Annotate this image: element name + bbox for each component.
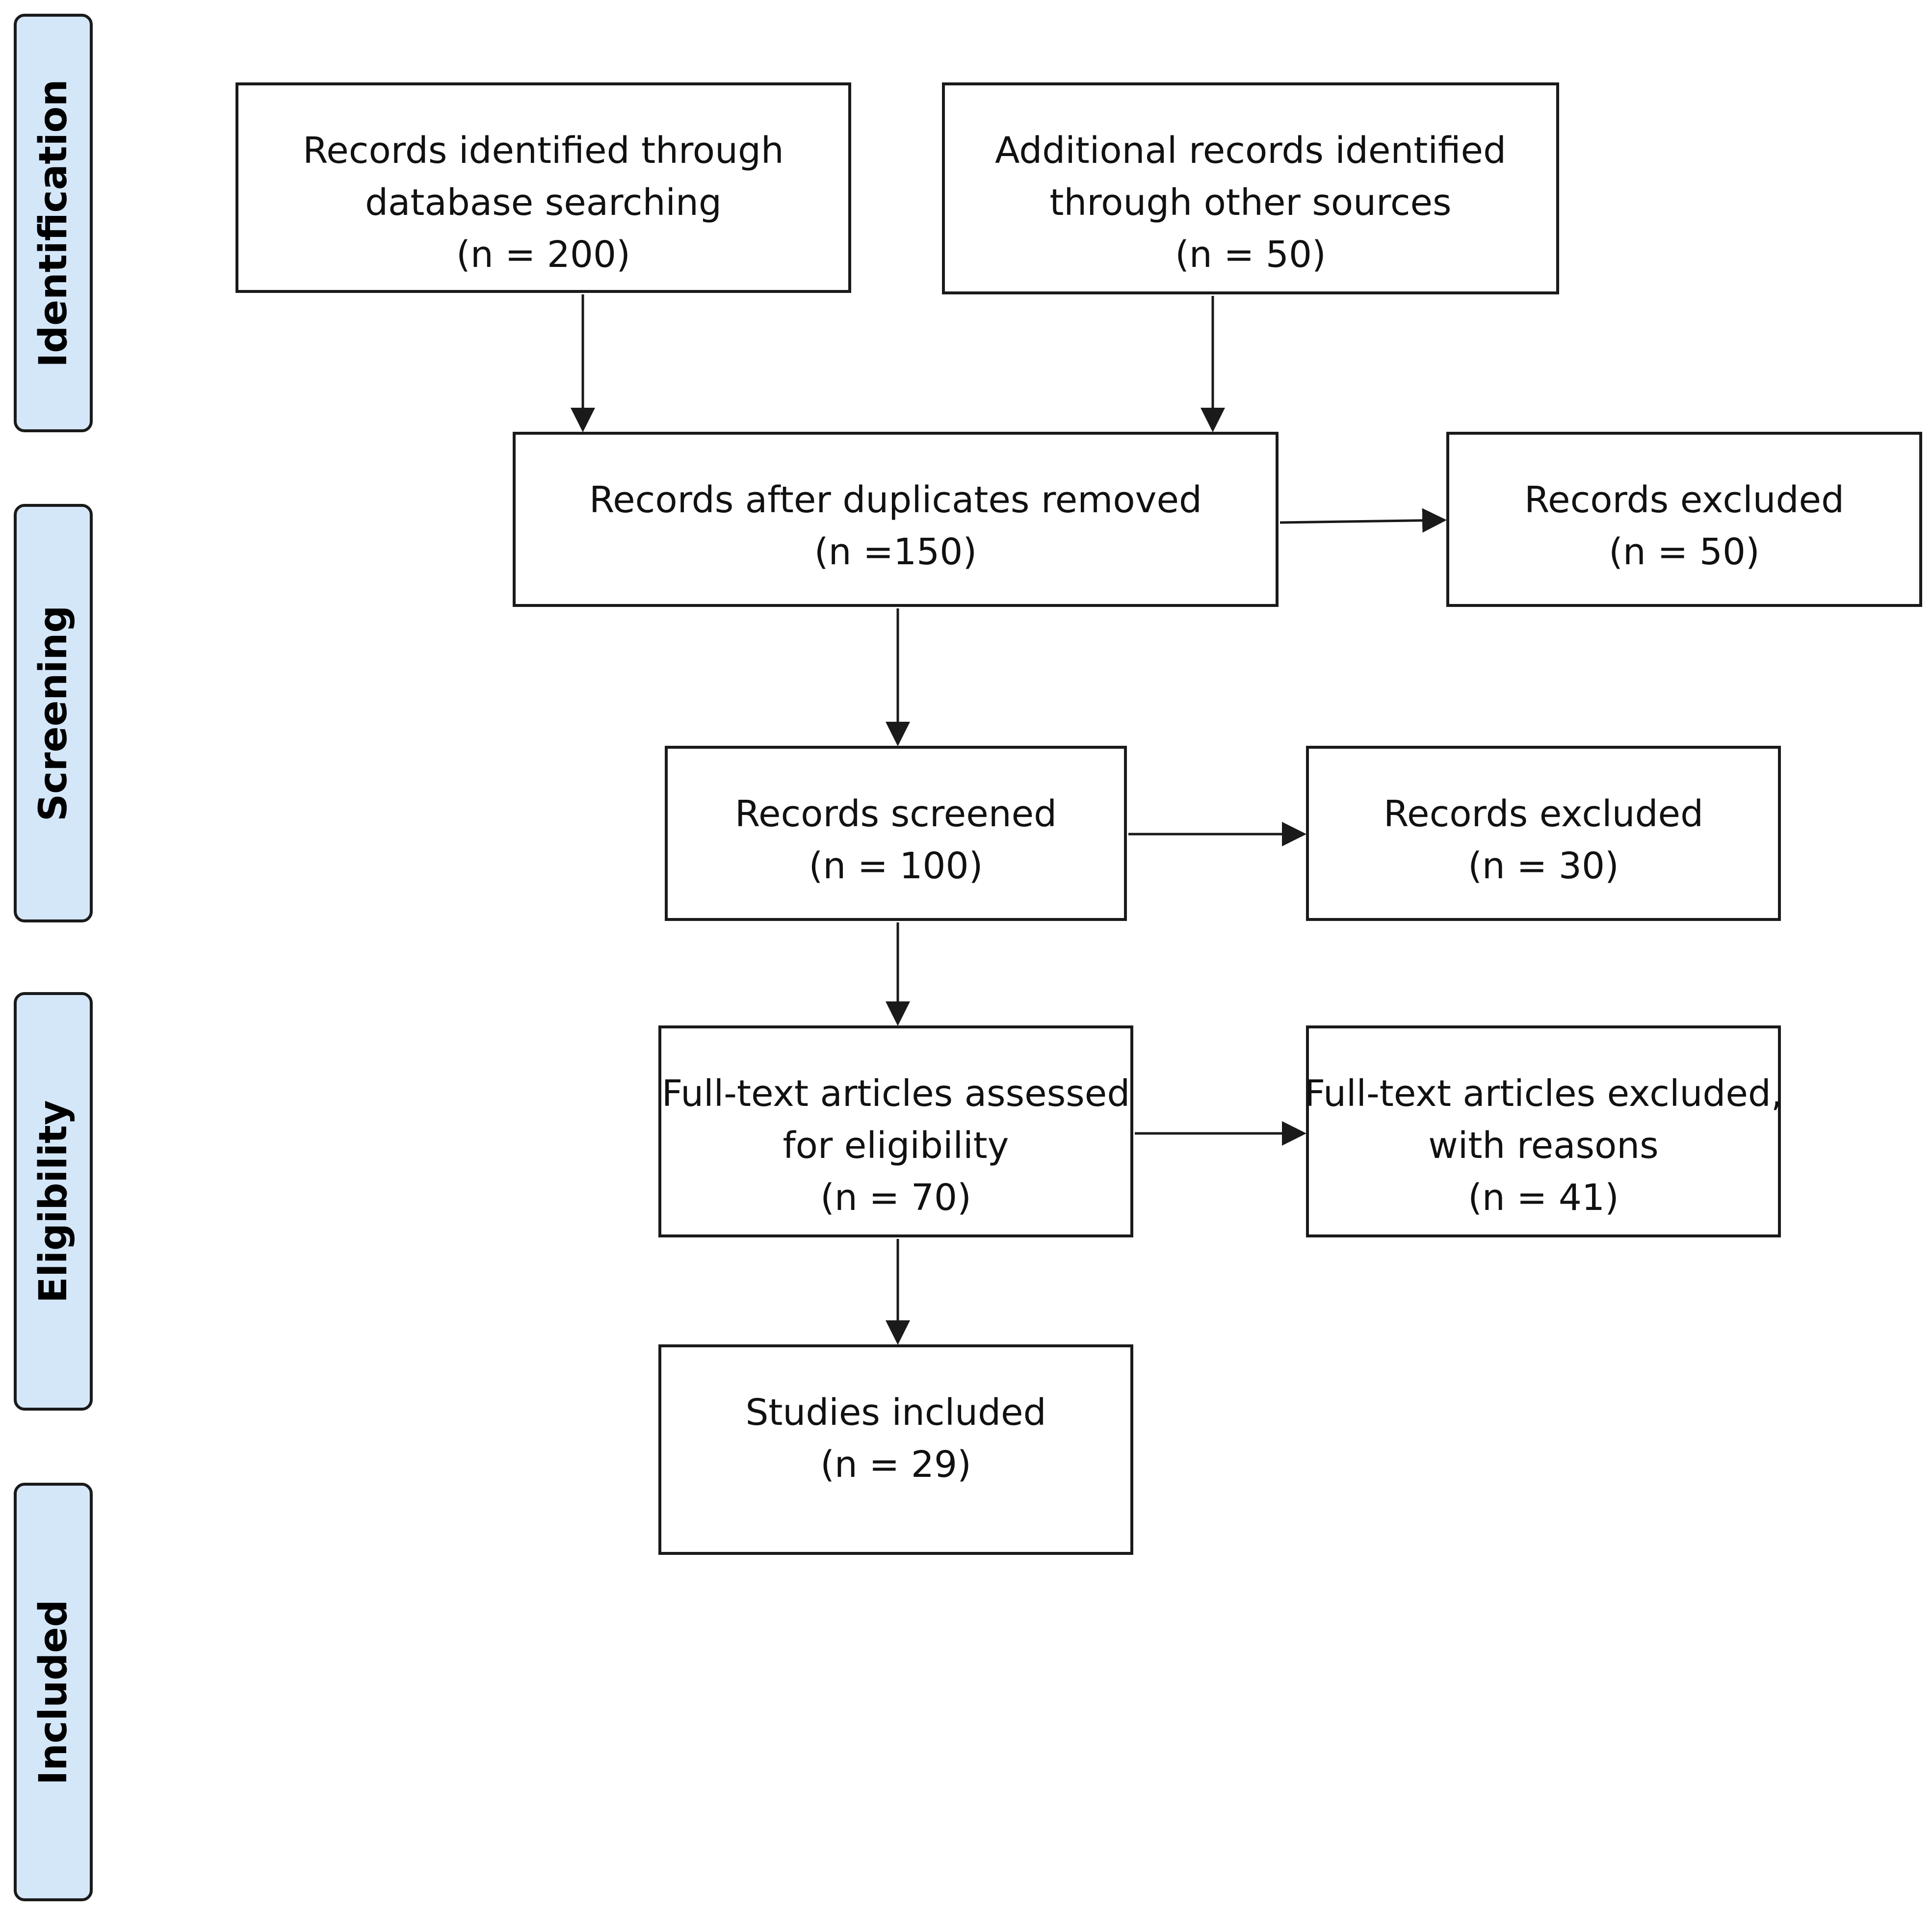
box-other-records-line2: through other sources [1049, 182, 1452, 224]
box-other-records-line1: Additional records identified [994, 130, 1507, 172]
box-excluded-screening-count: (n = 30) [1468, 845, 1619, 887]
box-screened-count: (n = 100) [809, 845, 983, 887]
box-excluded-duplicates-count: (n = 50) [1609, 531, 1760, 573]
box-database-records: Records identified through database sear… [235, 82, 851, 293]
box-database-records-line1: Records identified through [303, 130, 784, 172]
box-full-text-assessed-count: (n = 70) [820, 1177, 971, 1219]
box-screened: Records screened (n = 100) [665, 746, 1127, 921]
stage-tab-eligibility: Eligibility [14, 992, 93, 1411]
box-full-text-assessed: Full-text articles assessed for eligibil… [658, 1025, 1133, 1237]
box-database-records-count: (n = 200) [456, 234, 630, 276]
box-excluded-duplicates-line1: Records excluded [1524, 479, 1845, 521]
arrow-dedup-to-excluded [1279, 508, 1447, 533]
box-studies-included-count: (n = 29) [820, 1443, 971, 1486]
box-database-records-line2: database searching [365, 182, 722, 224]
box-full-text-excluded-line2: with reasons [1428, 1125, 1659, 1167]
stage-tab-included: Included [14, 1483, 93, 1901]
box-full-text-excluded-line1: Full-text articles excluded, [1304, 1073, 1783, 1115]
stage-tab-screening: Screening [14, 504, 93, 922]
stage-tab-identification: Identification [14, 14, 93, 432]
box-screened-line1: Records screened [734, 793, 1057, 835]
box-other-records-count: (n = 50) [1175, 234, 1326, 276]
box-studies-included-line1: Studies included [745, 1391, 1046, 1434]
box-full-text-assessed-line1: Full-text articles assessed [661, 1073, 1130, 1115]
box-full-text-assessed-line2: for eligibility [783, 1125, 1009, 1167]
box-studies-included: Studies included (n = 29) [658, 1344, 1133, 1555]
box-full-text-excluded-count: (n = 41) [1468, 1177, 1619, 1219]
box-after-duplicates-count: (n =150) [814, 531, 977, 573]
box-after-duplicates: Records after duplicates removed (n =150… [513, 432, 1279, 607]
box-full-text-excluded: Full-text articles excluded, with reason… [1304, 1025, 1783, 1237]
box-other-records: Additional records identified through ot… [942, 82, 1559, 294]
box-excluded-screening: Records excluded (n = 30) [1306, 746, 1781, 921]
box-excluded-duplicates: Records excluded (n = 50) [1446, 432, 1922, 607]
box-excluded-screening-line1: Records excluded [1383, 793, 1704, 835]
box-after-duplicates-line1: Records after duplicates removed [589, 479, 1202, 521]
